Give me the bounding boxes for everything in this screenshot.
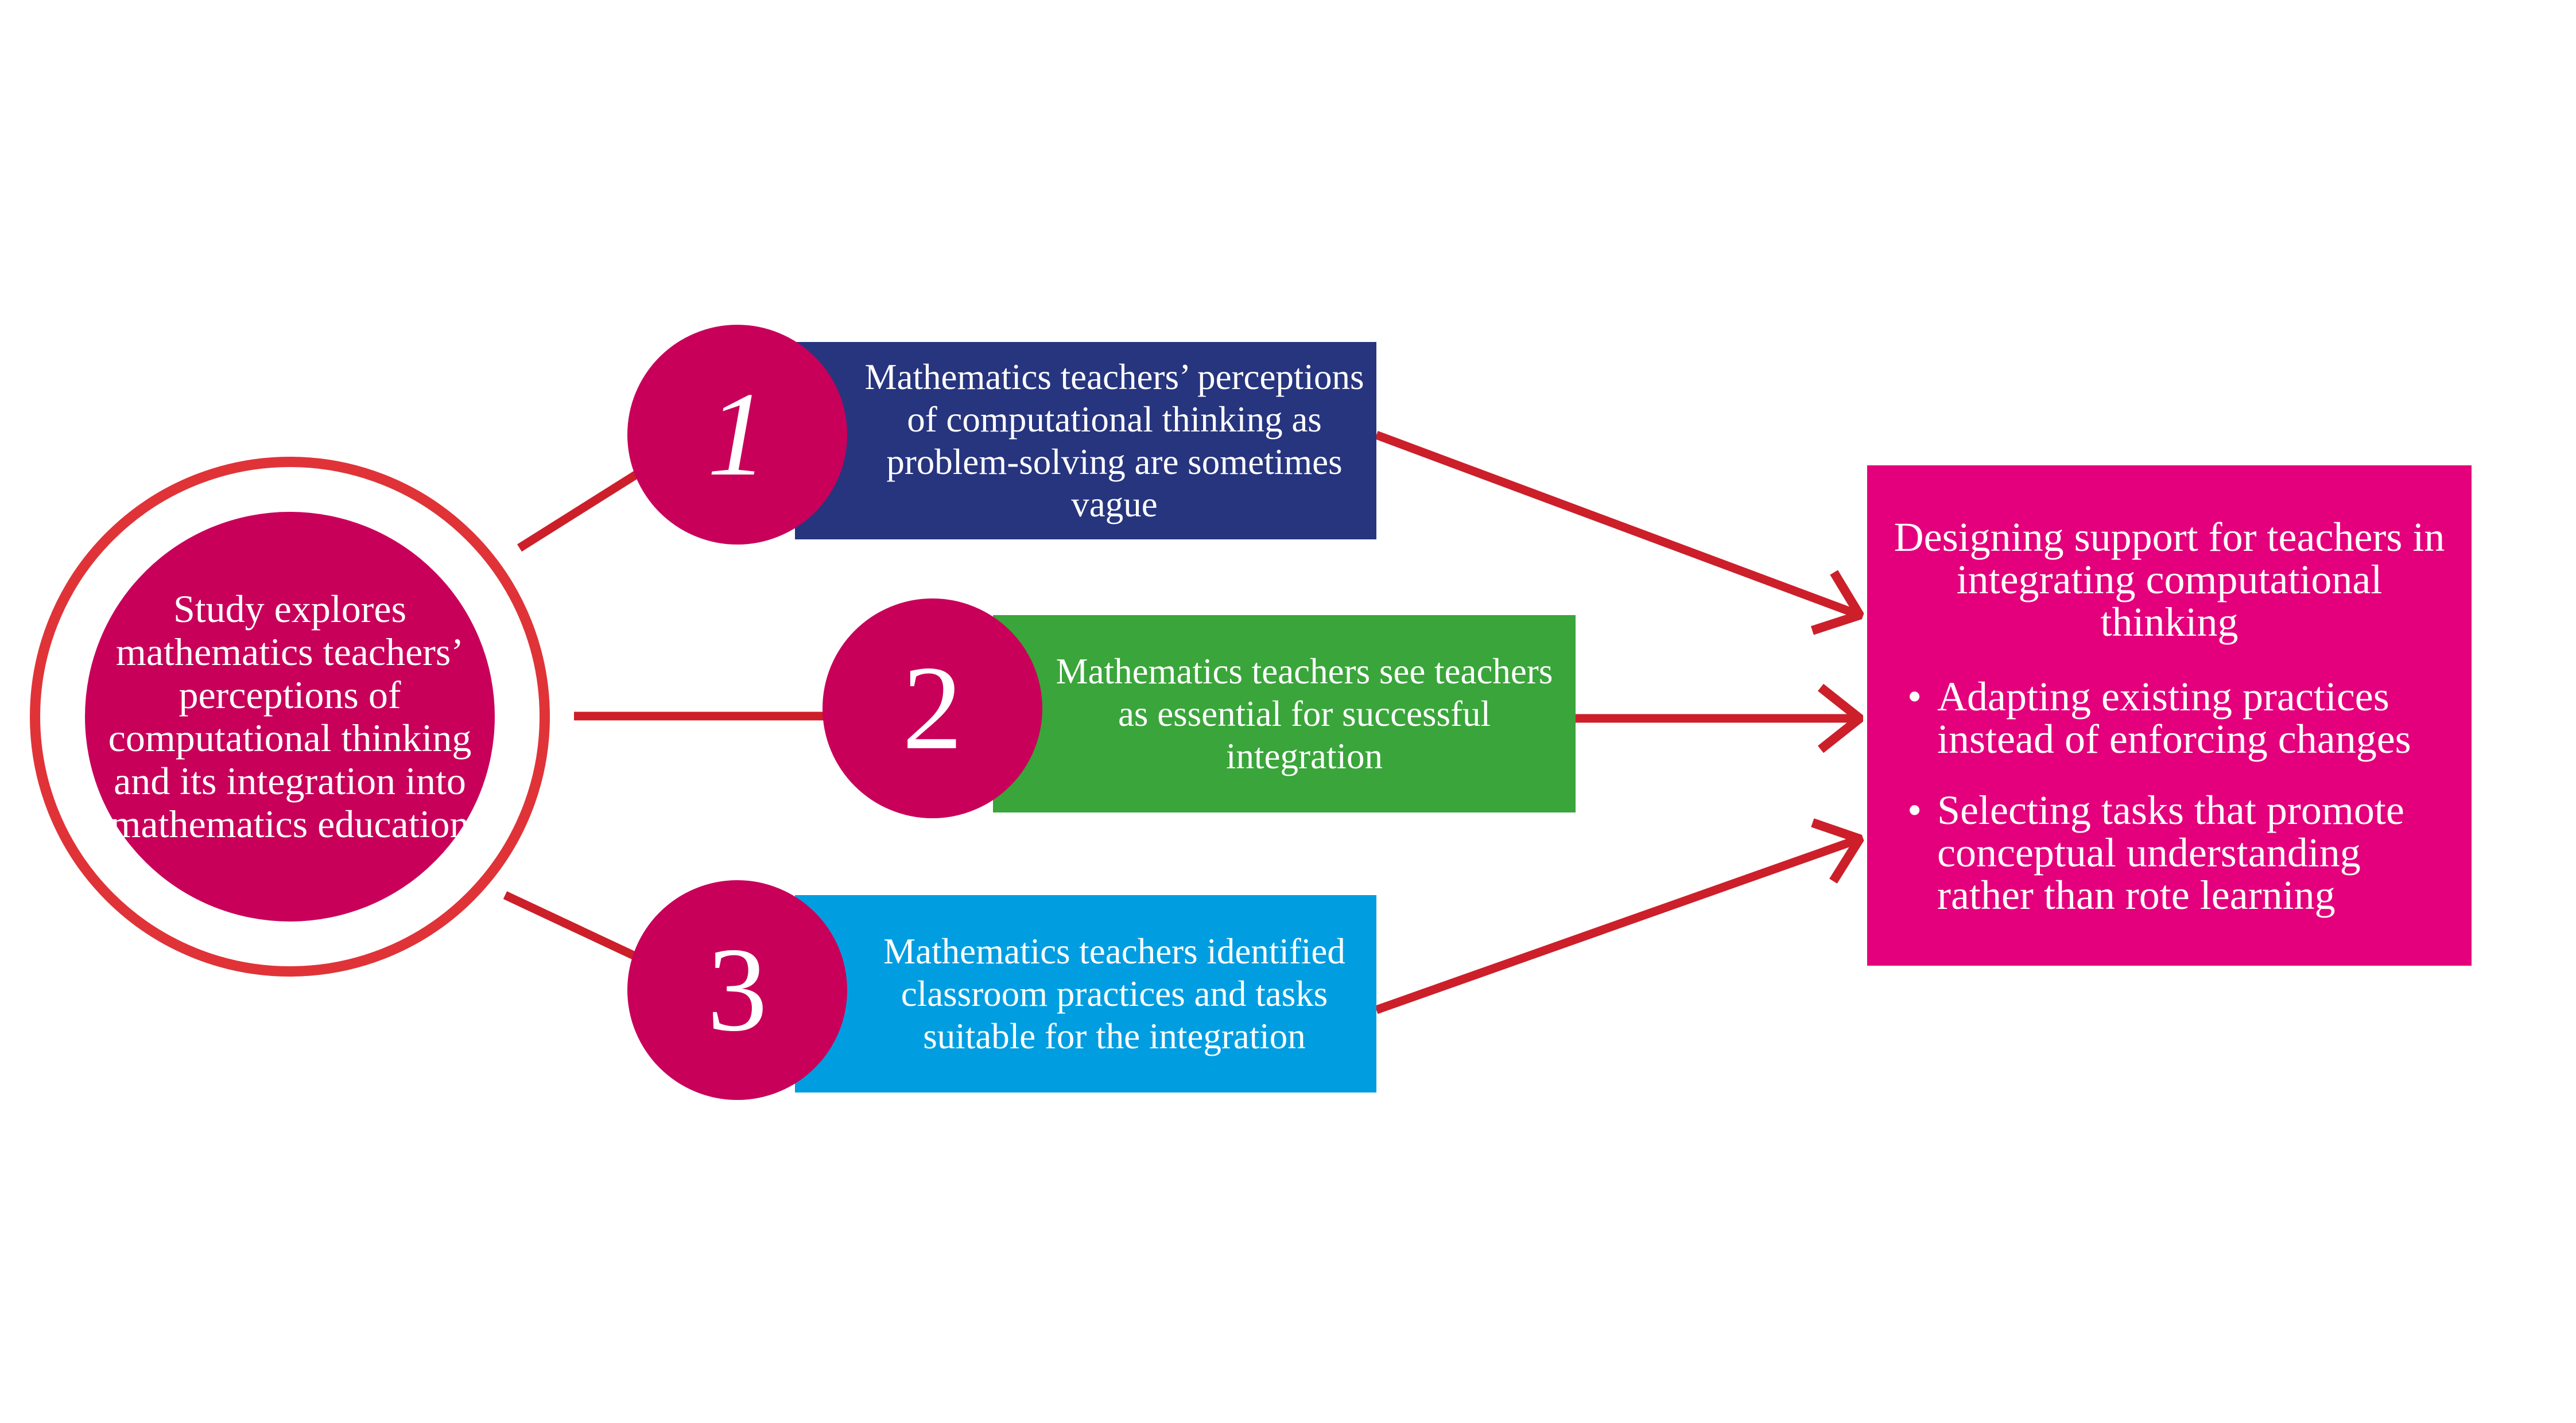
finding-box-2: Mathematics teachers see teachers as ess… bbox=[993, 615, 1576, 812]
implication-text-2: Selecting tasks that promote conceptual … bbox=[1937, 787, 2404, 918]
study-circle: Study explores mathematics teachers’ per… bbox=[85, 512, 495, 922]
arrow-finding-1-to-implications bbox=[1375, 430, 1860, 615]
study-text: Study explores mathematics teachers’ per… bbox=[108, 587, 472, 846]
connector-study-to-finding-3 bbox=[503, 891, 639, 961]
finding-number-3: 3 bbox=[627, 880, 847, 1100]
arrow-finding-3-to-implications bbox=[1375, 839, 1860, 1014]
finding-text-3: Mathematics teachers identified classroo… bbox=[883, 931, 1345, 1056]
bullet-icon: • bbox=[1907, 787, 1922, 833]
connector-study-to-finding-1 bbox=[517, 470, 639, 552]
implication-text-1: Adapting existing practices instead of e… bbox=[1937, 674, 2411, 762]
finding-number-1: 1 bbox=[627, 325, 847, 545]
finding-text-1: Mathematics teachers’ perceptions of com… bbox=[864, 357, 1364, 524]
finding-box-3: Mathematics teachers identified classroo… bbox=[795, 895, 1376, 1092]
finding-number-2: 2 bbox=[823, 598, 1042, 818]
implications-title: Designing support for teachers in integr… bbox=[1894, 514, 2445, 645]
finding-text-2: Mathematics teachers see teachers as ess… bbox=[1056, 651, 1553, 776]
implications-box: Designing support for teachers in integr… bbox=[1867, 465, 2472, 966]
bullet-icon: • bbox=[1907, 674, 1922, 720]
implication-item-2: • Selecting tasks that promote conceptua… bbox=[1890, 789, 2449, 916]
implication-item-1: • Adapting existing practices instead of… bbox=[1890, 675, 2449, 760]
finding-box-1: Mathematics teachers’ perceptions of com… bbox=[795, 342, 1376, 539]
implications-list: • Adapting existing practices instead of… bbox=[1890, 675, 2449, 916]
